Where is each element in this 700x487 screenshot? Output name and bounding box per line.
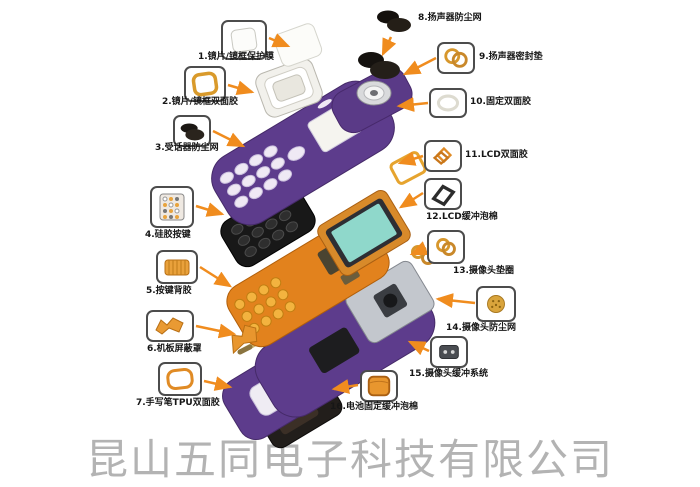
part-label-15: 15.摄像头缓冲系统 — [409, 369, 488, 379]
part-thumb-15 — [430, 336, 468, 368]
part-thumb-14 — [476, 286, 516, 322]
part-thumb-7 — [158, 362, 202, 396]
lcd-adhesive-icon — [432, 146, 453, 166]
part-thumb-12 — [424, 178, 462, 210]
board-shield-icon — [155, 317, 184, 335]
part-label-8: 8.扬声器防尘网 — [418, 13, 482, 23]
company-watermark: 昆山五同电子科技有限公司 — [85, 435, 614, 484]
camera-buffer-icon — [439, 345, 459, 359]
part-label-12: 12.LCD缓冲泡棉 — [426, 212, 498, 222]
part-label-16: 16.电池固定缓冲泡棉 — [330, 402, 418, 412]
camera-dust-net-icon — [487, 295, 505, 313]
callout-arrows — [195, 33, 476, 394]
part-label-7: 7.手写笔TPU双面胶 — [136, 398, 220, 408]
lcd-part — [317, 190, 411, 276]
part-label-2: 2.镜片/镜框双面胶 — [162, 97, 238, 107]
part-label-4: 4.硅胶按键 — [145, 230, 191, 240]
part-thumb-8 — [372, 6, 416, 36]
silicone-keypad-icon — [159, 193, 185, 221]
lens-frame-part — [255, 58, 323, 118]
camera-bracket-part — [345, 260, 435, 344]
part-label-13: 13.摄像头垫圈 — [453, 266, 514, 276]
lcd-foam-icon — [431, 184, 456, 207]
frame-adhesive-icon — [191, 71, 219, 97]
part-label-10: 10.固定双面胶 — [470, 97, 531, 107]
part-label-11: 11.LCD双面胶 — [465, 150, 528, 160]
part-thumb-2 — [184, 66, 226, 102]
part-thumb-16 — [360, 370, 398, 402]
part-thumb-3 — [173, 115, 211, 147]
part-label-5: 5.按键背胶 — [146, 286, 192, 296]
part-thumb-10 — [429, 88, 467, 118]
receiver-dust-net-icon — [180, 123, 205, 141]
part-thumb-6 — [146, 310, 194, 342]
speaker-dust-net-icon — [377, 10, 411, 32]
part-label-14: 14.摄像头防尘网 — [446, 323, 516, 333]
part-thumb-11 — [424, 140, 462, 172]
part-thumb-13 — [427, 230, 465, 264]
fixing-adhesive-icon — [436, 94, 460, 112]
part-thumb-4 — [150, 186, 194, 228]
keypad-adhesive-icon — [164, 259, 190, 276]
tpu-adhesive-icon — [166, 367, 194, 391]
part-label-3: 3.受话器防尘网 — [155, 143, 219, 153]
speaker-part — [358, 52, 400, 79]
battery-foam-icon — [367, 375, 391, 397]
protective-film-icon — [230, 27, 258, 53]
part-thumb-9 — [437, 42, 475, 74]
part-thumb-5 — [156, 250, 198, 284]
part-label-6: 6.机板屏蔽罩 — [147, 344, 202, 354]
camera-gasket-icon — [436, 238, 456, 256]
protective-film-part — [273, 23, 323, 67]
part-label-1: 1.镜片/镜框保护膜 — [198, 52, 274, 62]
receiver-ring-part — [356, 80, 392, 106]
part-thumb-1 — [221, 20, 267, 60]
speaker-gasket-icon — [444, 48, 468, 68]
part-label-9: 9.扬声器密封垫 — [479, 52, 543, 62]
